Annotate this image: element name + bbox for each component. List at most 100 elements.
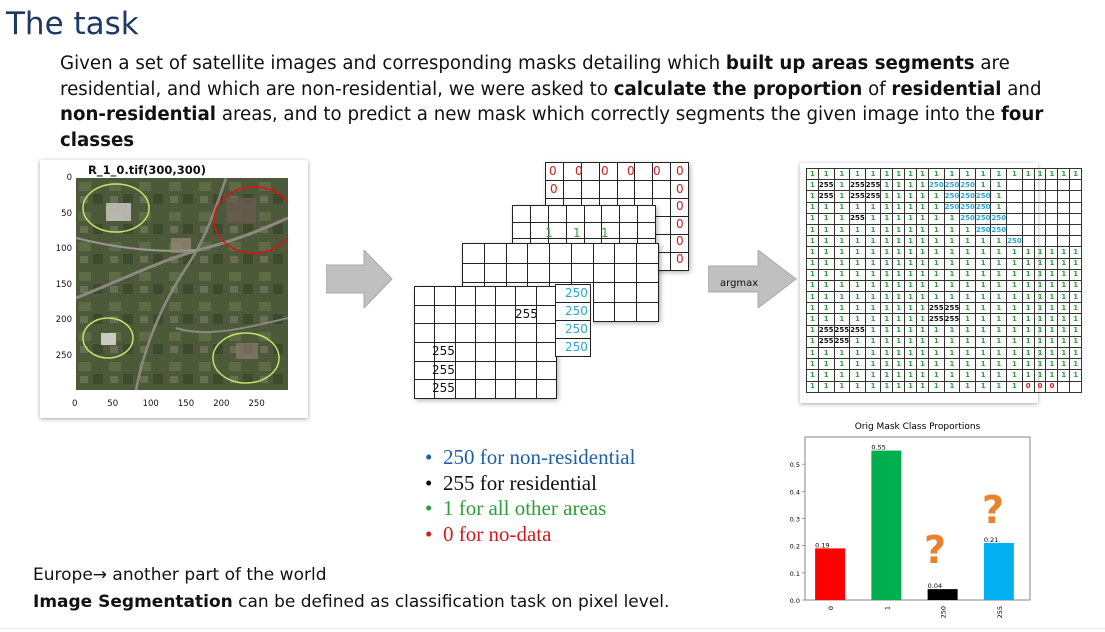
result-cell: 1 <box>1069 302 1083 315</box>
matrix-cell <box>454 342 476 362</box>
result-cell: 1 <box>849 291 866 304</box>
matrix-cell <box>634 180 654 199</box>
result-cell: 1 <box>864 380 882 393</box>
matrix-cell <box>619 205 639 223</box>
result-cell: 1 <box>892 201 906 214</box>
result-cell <box>1057 190 1071 203</box>
result-cell: 1 <box>1057 257 1071 270</box>
result-cell: 250 <box>959 190 976 203</box>
intro-segment: residential <box>891 78 1002 100</box>
legend-text: 1 for all other areas <box>443 496 607 520</box>
right-arrow-icon <box>326 250 393 308</box>
result-cell <box>1045 223 1059 237</box>
result-cell <box>1057 223 1071 237</box>
result-cell: 1 <box>1045 167 1059 181</box>
result-cell: 1 <box>849 201 866 214</box>
result-cell <box>1021 179 1035 192</box>
y-tick-label: 50 <box>61 208 72 219</box>
matrix-value: 0 <box>676 216 684 231</box>
result-cell: 1 <box>849 167 866 181</box>
matrix-cell <box>580 162 600 181</box>
result-cell: 1 <box>806 212 819 225</box>
result-cell: 1 <box>880 179 894 192</box>
result-cell: 1 <box>916 223 929 237</box>
result-cell <box>1057 235 1071 248</box>
result-cell: 1 <box>916 324 929 337</box>
result-cell: 1 <box>1069 257 1083 270</box>
matrix-cell <box>434 323 456 343</box>
result-cell: 1 <box>974 358 992 371</box>
result-cell <box>1069 190 1083 203</box>
result-cell <box>1021 235 1035 248</box>
result-cell: 1 <box>864 235 882 248</box>
result-cell <box>1069 380 1083 393</box>
result-cell: 1 <box>892 167 906 181</box>
result-cell: 1 <box>927 369 945 382</box>
result-cell: 255 <box>817 324 835 337</box>
result-cell: 1 <box>892 291 906 304</box>
result-cell: 1 <box>943 380 961 393</box>
result-cell: 1 <box>864 223 882 237</box>
result-cell: 1 <box>1021 167 1035 181</box>
chart-y-tick: 0.0 <box>790 597 800 605</box>
class-proportions-chart: Orig Mask Class Proportions0.00.10.20.30… <box>790 422 1031 618</box>
result-cell: 1 <box>880 257 894 270</box>
chart-data-label: 0.19 <box>815 541 829 549</box>
result-cell: 1 <box>806 313 819 326</box>
matrix-value: 0 <box>676 199 684 213</box>
result-cell: 1 <box>927 346 945 360</box>
matrix-cell <box>583 205 603 223</box>
matrix-cell <box>592 301 616 322</box>
matrix-cell <box>616 180 636 199</box>
result-cell <box>1069 201 1083 214</box>
result-cell: 1 <box>974 380 992 393</box>
matrix-cell <box>495 342 517 362</box>
result-cell: 255 <box>943 313 961 326</box>
result-cell: 1 <box>974 346 992 360</box>
result-cell: 1 <box>943 235 961 248</box>
result-cell: 1 <box>1033 268 1047 281</box>
matrix-cell <box>495 379 517 399</box>
result-cell: 1 <box>833 313 851 326</box>
result-cell: 1 <box>1006 246 1023 259</box>
result-cell: 1 <box>880 167 894 181</box>
result-cell: 1 <box>974 313 992 326</box>
matrix-cell <box>619 221 639 240</box>
result-cell: 1 <box>927 380 945 393</box>
matrix-cell <box>614 301 638 322</box>
result-cell: 1 <box>927 268 945 281</box>
result-cell: 1 <box>1006 346 1023 360</box>
result-cell: 1 <box>833 369 851 382</box>
result-cell: 1 <box>833 302 851 315</box>
result-cell: 1 <box>833 380 851 393</box>
result-cell: 1 <box>833 201 851 214</box>
result-cell <box>1069 223 1083 237</box>
matrix-cell <box>592 262 616 283</box>
result-cell: 1 <box>904 201 918 214</box>
result-cell: 1 <box>959 268 976 281</box>
result-cell: 1 <box>1045 291 1059 304</box>
result-cell: 1 <box>904 212 918 225</box>
result-cell <box>1021 190 1035 203</box>
result-cell: 1 <box>1006 291 1023 304</box>
result-cell: 0 <box>1045 380 1059 393</box>
result-cell: 1 <box>927 190 945 203</box>
result-cell: 1 <box>864 201 882 214</box>
result-cell: 1 <box>849 257 866 270</box>
matrix-cell <box>505 243 529 264</box>
result-cell: 1 <box>1033 335 1047 349</box>
result-cell: 1 <box>806 346 819 360</box>
result-cell: 1 <box>943 268 961 281</box>
result-cell: 1 <box>904 313 918 326</box>
result-cell <box>1045 190 1059 203</box>
result-cell: 1 <box>892 324 906 337</box>
result-cell: 1 <box>864 246 882 259</box>
result-cell: 1 <box>927 235 945 248</box>
chart-data-label: 0.21 <box>984 536 998 544</box>
matrix-cell <box>474 379 497 399</box>
result-cell <box>1021 201 1035 214</box>
